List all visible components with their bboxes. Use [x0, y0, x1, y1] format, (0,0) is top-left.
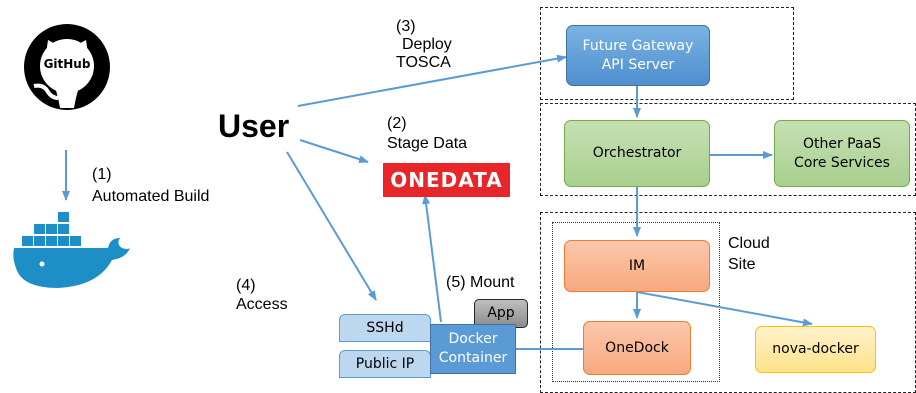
onedata-logo: ONEDATA — [383, 163, 510, 197]
sshd-label: SSHd — [366, 320, 404, 336]
step-access-label: (4) Access — [236, 276, 288, 314]
arrow-user-to-sshd — [286, 151, 377, 301]
nova-docker-label: nova-docker — [772, 341, 859, 357]
orchestrator-node: Orchestrator — [564, 120, 710, 187]
step-deploy-text: Deploy — [402, 36, 452, 53]
step-stage-data-text: Stage Data — [387, 135, 468, 152]
docker-container-line1: Docker — [448, 331, 498, 347]
other-paas-line2: Core Services — [794, 154, 890, 171]
cloud-site-label: Cloud Site — [728, 233, 770, 275]
arrow-user-to-gateway — [297, 54, 567, 107]
future-gateway-node: Future Gateway API Server — [566, 25, 710, 86]
other-paas-node: Other PaaS Core Services — [774, 120, 910, 187]
onedock-node: OneDock — [583, 321, 691, 375]
public-ip-node: Public IP — [339, 350, 431, 378]
step-tosca-text: TOSCA — [396, 54, 451, 71]
docker-container-line2: Container — [438, 350, 508, 366]
gateway-region — [540, 7, 794, 100]
im-label: IM — [628, 257, 646, 274]
step-deploy-tosca-label: (3) Deploy TOSCA — [396, 18, 452, 72]
docker-whale-icon — [13, 212, 130, 288]
docker-container-node: Docker Container — [430, 324, 516, 374]
other-paas-line1: Other PaaS — [802, 135, 882, 152]
onedock-label: OneDock — [605, 339, 669, 356]
future-gateway-line1: Future Gateway — [582, 37, 694, 54]
step-access-text: Access — [236, 296, 288, 313]
im-node: IM — [564, 240, 710, 292]
github-logo-text: GitHub — [43, 57, 91, 71]
step-automated-build-text: Automated Build — [92, 188, 210, 205]
step-mount-label: (5) Mount — [446, 274, 515, 291]
nova-docker-node: nova-docker — [755, 326, 876, 373]
app-node: App — [474, 299, 528, 328]
user-label: User — [218, 108, 290, 144]
cloud-site-line2: Site — [728, 256, 756, 273]
step-automated-build-label: (1) Automated Build — [92, 165, 209, 206]
orchestrator-label: Orchestrator — [592, 145, 682, 161]
step-stage-data-label: (2) Stage Data — [387, 114, 467, 154]
step-stage-data-number: (2) — [387, 115, 407, 132]
sshd-node: SSHd — [339, 314, 431, 342]
onedata-logo-text: ONEDATA — [390, 168, 503, 192]
step-access-number: (4) — [236, 277, 256, 294]
docker-logo — [12, 208, 132, 292]
arrow-user-to-onedata — [299, 139, 369, 164]
github-logo: GitHub — [24, 24, 110, 110]
app-label: App — [487, 305, 515, 321]
step-automated-build-number: (1) — [92, 166, 112, 183]
arrow-im-to-nova-docker — [636, 291, 813, 327]
future-gateway-line2: API Server — [601, 56, 675, 73]
step-deploy-number: (3) — [396, 18, 416, 35]
public-ip-label: Public IP — [355, 356, 415, 372]
cloud-site-line1: Cloud — [728, 235, 770, 252]
github-octocat-icon — [24, 24, 110, 110]
arrow-container-to-onedata — [422, 194, 442, 323]
